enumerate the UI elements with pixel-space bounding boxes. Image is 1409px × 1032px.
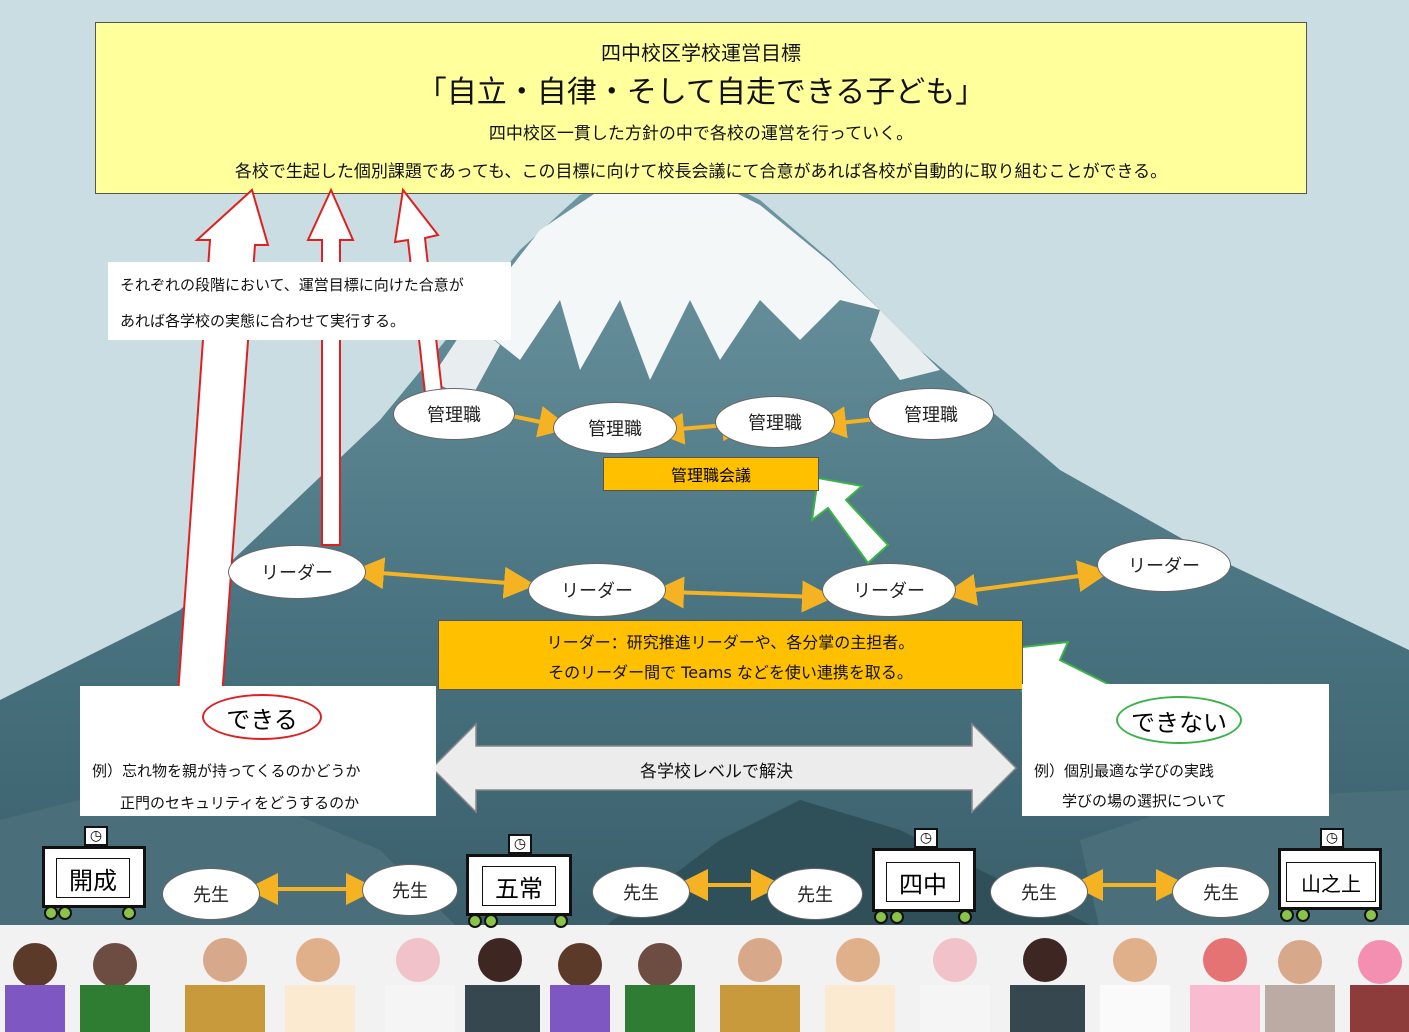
manager-node: 管理職 <box>868 388 994 440</box>
clock-icon: ◷ <box>508 834 532 854</box>
goal-box: 四中校区学校運営目標 「自立・自律・そして自走できる子ども」 四中校区一貫した方… <box>95 22 1307 194</box>
teacher-node: 先生 <box>162 868 260 920</box>
cannot-label: できない <box>1116 696 1242 744</box>
leader-note-line-2: そのリーダー間で Teams などを使い連携を取る。 <box>548 663 913 682</box>
wheel <box>1296 908 1310 922</box>
wheel <box>1280 908 1294 922</box>
leader-node: リーダー <box>1097 538 1231 592</box>
school-label: 開成 <box>56 858 130 898</box>
school-gojo: ◷ 五常 <box>466 834 574 928</box>
clock-icon: ◷ <box>84 826 108 846</box>
wheel <box>890 910 904 924</box>
teacher-node: 先生 <box>592 866 690 918</box>
wheel <box>468 914 482 928</box>
school-label: 五常 <box>482 866 556 906</box>
school-level-label: 各学校レベルで解決 <box>640 762 793 782</box>
wheel <box>1364 908 1378 922</box>
goal-heading: 四中校区学校運営目標 <box>601 41 801 65</box>
clock-icon: ◷ <box>914 828 938 848</box>
school-level-arrow <box>430 722 1018 814</box>
up-arrow-leader <box>306 187 355 546</box>
stage-note-line-2: あれば各学校の実態に合わせて実行する。 <box>120 312 406 330</box>
manager-node: 管理職 <box>553 402 677 454</box>
can-label: できる <box>202 694 322 740</box>
can-example-2: 正門のセキュリティをどうするのか <box>120 794 360 812</box>
wheel <box>554 914 568 928</box>
leader-node: リーダー <box>822 563 956 617</box>
leader-note: リーダー：研究推進リーダーや、各分掌の主担者。 そのリーダー間で Teams な… <box>438 620 1023 690</box>
teacher-node: 先生 <box>362 864 458 916</box>
teacher-node: 先生 <box>990 866 1088 918</box>
goal-line-2: 各校で生起した個別課題であっても、この目標に向けて校長会議にて合意があれば各校が… <box>234 162 1168 182</box>
wheel <box>958 910 972 924</box>
goal-slogan: 「自立・自律・そして自走できる子ども」 <box>416 75 986 110</box>
wheel <box>58 906 72 920</box>
manager-node: 管理職 <box>393 388 515 440</box>
wheel <box>874 910 888 924</box>
wheel <box>122 906 136 920</box>
leader-node: リーダー <box>528 563 666 617</box>
clock-icon: ◷ <box>1320 828 1344 848</box>
can-example-1: 例）忘れ物を親が持ってくるのかどうか <box>92 762 361 780</box>
green-arrow-to-meeting <box>810 476 890 565</box>
cannot-example-2: 学びの場の選択について <box>1062 792 1227 810</box>
school-yonchu: ◷ 四中 <box>872 828 980 924</box>
leader-note-line-1: リーダー：研究推進リーダーや、各分掌の主担者。 <box>546 633 915 652</box>
teacher-node: 先生 <box>1172 866 1270 918</box>
cannot-example-1: 例）個別最適な学びの実践 <box>1034 762 1215 780</box>
manager-node: 管理職 <box>715 396 835 448</box>
teacher-node: 先生 <box>767 868 863 920</box>
school-kaisei: ◷ 開成 <box>42 826 150 920</box>
school-yamanoue: ◷ 山之上 <box>1278 828 1386 922</box>
can-box: できる 例）忘れ物を親が持ってくるのかどうか 正門のセキュリティをどうするのか <box>80 686 436 816</box>
goal-line-1: 四中校区一貫した方針の中で各校の運営を行っていく。 <box>488 124 914 144</box>
manager-meeting: 管理職会議 <box>603 457 819 491</box>
cannot-box: できない 例）個別最適な学びの実践 学びの場の選択について <box>1022 684 1329 816</box>
school-label: 四中 <box>886 862 960 902</box>
wheel <box>44 906 58 920</box>
school-label: 山之上 <box>1286 862 1376 902</box>
leader-node: リーダー <box>228 545 366 599</box>
wheel <box>484 914 498 928</box>
stage-note-line-1: それぞれの段階において、運営目標に向けた合意が <box>120 276 464 294</box>
stage-note: それぞれの段階において、運営目標に向けた合意が あれば各学校の実態に合わせて実行… <box>108 262 511 340</box>
